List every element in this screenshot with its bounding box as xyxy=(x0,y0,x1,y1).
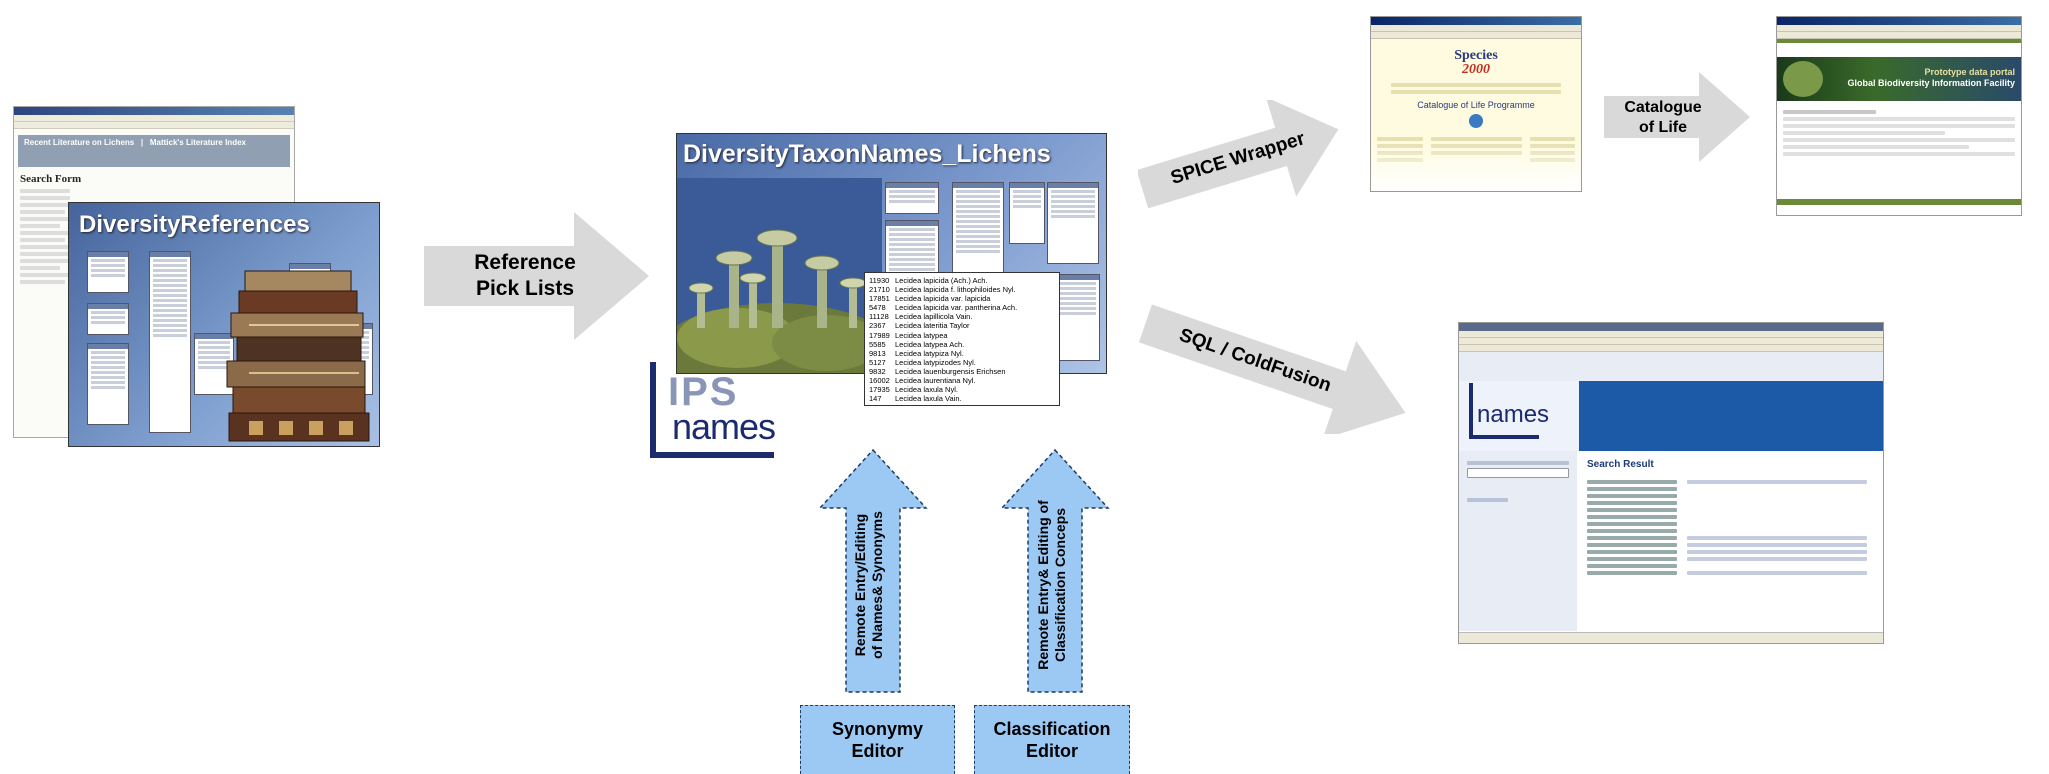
taxon-name-id: 5585 xyxy=(869,339,886,349)
taxon-name-row: 5127 Lecidea latypizodes Nyl. xyxy=(869,358,1055,367)
literature-banner-right: Mattick's Literature Index xyxy=(149,138,246,147)
taxon-name-text: Lecidea lapillicola Vain. xyxy=(895,312,973,322)
names-logo-text: names xyxy=(672,406,776,447)
taxon-name-id: 21710 xyxy=(869,285,890,295)
taxon-name-row: 2367 Lecidea lateritia Taylor xyxy=(869,321,1055,330)
schema-table xyxy=(87,251,129,293)
taxon-names-title: DiversityTaxonNames_Lichens xyxy=(683,140,1051,168)
taxon-name-id: 9813 xyxy=(869,348,886,358)
book-stack-image xyxy=(226,270,370,442)
classification-up-arrow-label: Remote Entry& Editing of Classification … xyxy=(1035,500,1068,670)
schema-table xyxy=(1047,182,1099,264)
catalogue-of-life-label: Catalogue of Life xyxy=(1624,99,1702,136)
catalogue-of-life-arrow xyxy=(1604,72,1750,162)
taxon-name-text: Lecidea latypea Ach. xyxy=(895,339,965,349)
classification-editor-box: Classification Editor xyxy=(974,705,1130,774)
taxon-name-row: 11128 Lecidea lapillicola Vain. xyxy=(869,312,1055,321)
portal-search-result-heading: Search Result xyxy=(1587,459,1654,470)
synonymy-editor-box: Synonymy Editor xyxy=(800,705,955,774)
taxon-name-id: 5478 xyxy=(869,303,886,313)
taxon-name-row: 5478 Lecidea lapicida var. pantherina Ach… xyxy=(869,303,1055,312)
lichen-photo xyxy=(677,178,882,373)
taxon-name-row: 21710 Lecidea lapicida f. lithophiloides … xyxy=(869,285,1055,294)
reference-pick-lists-label: Reference Pick Lists xyxy=(474,251,576,300)
taxon-name-id: 11930 xyxy=(869,276,890,285)
diversity-references-panel: DiversityReferences xyxy=(68,202,380,447)
taxon-name-text: Lecidea laxula Nyl. xyxy=(895,385,958,395)
taxon-name-row: 17851 Lecidea lapicida var. lapicida xyxy=(869,294,1055,303)
taxon-name-text: Lecidea latypiza Nyl. xyxy=(895,348,964,358)
search-form-heading: Search Form xyxy=(20,173,82,185)
species2000-screenshot: Species 2000 Catalogue of Life Programme xyxy=(1370,16,1582,192)
taxon-name-row: 17989 Lecidea latypea xyxy=(869,331,1055,340)
spice-wrapper-arrow xyxy=(1138,100,1339,209)
species2000-brand: Species 2000 xyxy=(1454,48,1498,77)
taxon-name-id: 11128 xyxy=(869,312,889,322)
taxon-name-row: 5585 Lecidea latypea Ach. xyxy=(869,340,1055,349)
taxon-name-id: 147 xyxy=(869,394,882,404)
taxon-name-row: 9832 Lecidea lauenburgensis Erichsen xyxy=(869,367,1055,376)
classification-up-arrow xyxy=(1000,448,1110,693)
sql-coldfusion-arrow xyxy=(1138,304,1406,434)
synonyms-up-arrow xyxy=(818,448,928,693)
taxon-name-text: Lecidea latypizodes Nyl. xyxy=(895,357,976,367)
taxon-name-row: 16002 Lecidea laurentiana Nyl. xyxy=(869,376,1055,385)
schema-table xyxy=(885,182,939,214)
names-portal-screenshot: names Search Result xyxy=(1458,322,1884,644)
species2000-subtitle: Catalogue of Life Programme xyxy=(1417,100,1535,110)
gbif-screenshot: Prototype data portal Global Biodiversit… xyxy=(1776,16,2022,216)
taxon-name-text: Lecidea laurentiana Nyl. xyxy=(895,376,976,386)
synonyms-up-arrow-label: Remote Entry/Editing of Names& Synonyms xyxy=(852,511,885,659)
schema-table xyxy=(1052,274,1100,361)
taxon-name-id: 2367 xyxy=(869,321,886,331)
taxon-name-id: 9832 xyxy=(869,366,886,376)
taxon-name-row: 11930 Lecidea lapicida (Ach.) Ach. xyxy=(869,276,1055,285)
taxon-name-text: Lecidea lateritia Taylor xyxy=(895,321,970,331)
taxon-name-id: 17989 xyxy=(869,330,890,340)
taxon-name-text: Lecidea lauenburgensis Erichsen xyxy=(895,366,1006,376)
reference-pick-lists-arrow xyxy=(424,212,649,340)
names-logo: IPS names xyxy=(650,356,790,461)
schema-table xyxy=(87,343,129,425)
portal-names-logo: names xyxy=(1477,401,1550,428)
taxon-name-text: Lecidea laxula Vain. xyxy=(895,394,962,404)
taxon-name-text: Lecidea lapicida (Ach.) Ach. xyxy=(895,276,988,285)
taxon-name-id: 5127 xyxy=(869,357,886,367)
taxon-name-id: 17935 xyxy=(869,385,890,395)
taxon-name-row: 17935 Lecidea laxula Nyl. xyxy=(869,385,1055,394)
taxon-name-id: 17851 xyxy=(869,294,890,304)
schema-table xyxy=(87,303,129,335)
taxon-name-text: Lecidea lapicida var. lapicida xyxy=(895,294,991,304)
taxon-name-id: 16002 xyxy=(869,376,890,386)
gbif-banner: Prototype data portal Global Biodiversit… xyxy=(1777,57,2021,101)
schema-table xyxy=(149,251,191,433)
diversity-references-title: DiversityReferences xyxy=(79,211,310,238)
taxon-name-row: 9813 Lecidea latypiza Nyl. xyxy=(869,349,1055,358)
schema-table xyxy=(1009,182,1045,244)
taxon-name-text: Lecidea lapicida var. pantherina Ach. xyxy=(895,303,1018,313)
taxon-name-text: Lecidea latypea xyxy=(895,330,948,340)
taxon-name-row: 147 Lecidea laxula Vain. xyxy=(869,394,1055,403)
taxon-name-text: Lecidea lapicida f. lithophiloides Nyl. xyxy=(895,285,1016,295)
literature-banner-left: Recent Literature on Lichens xyxy=(24,138,135,147)
